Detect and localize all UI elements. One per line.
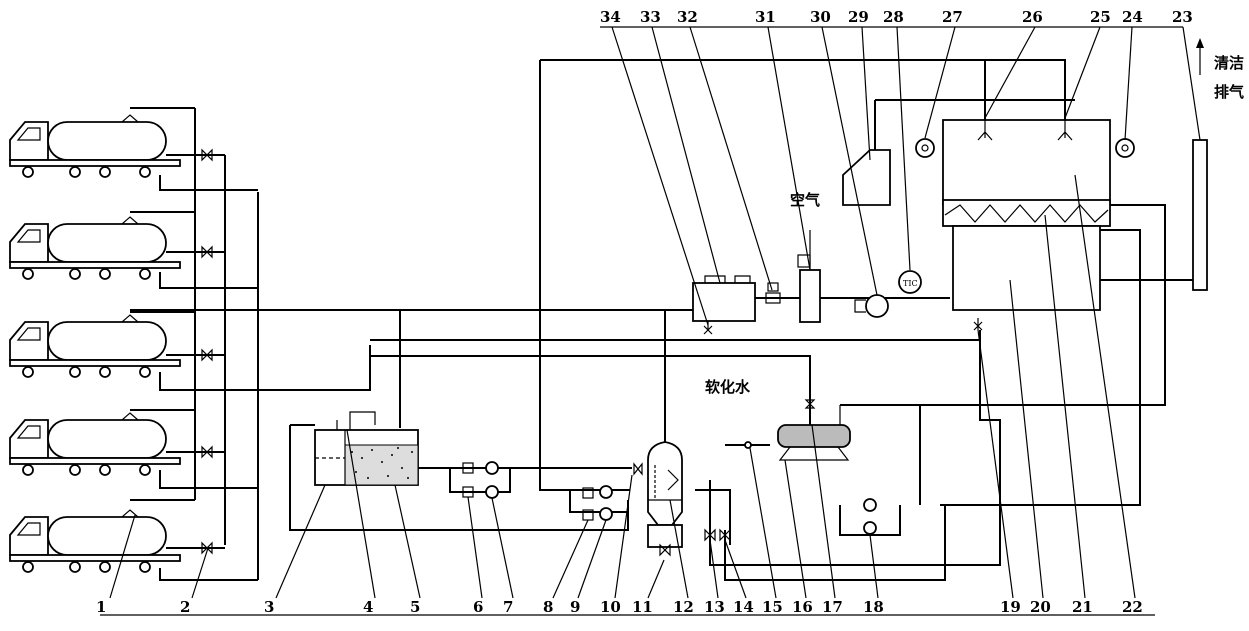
callout-8: 8 bbox=[543, 598, 553, 616]
clean-exhaust-label-2: 排气 bbox=[1214, 83, 1244, 101]
furnace bbox=[842, 38, 1208, 331]
callout-34: 34 bbox=[600, 8, 621, 26]
soft-water-label: 软化水 bbox=[705, 378, 751, 396]
tanker-truck-3 bbox=[9, 314, 181, 378]
callout-21: 21 bbox=[1072, 598, 1093, 616]
tanker-trucks bbox=[9, 114, 181, 573]
callout-7: 7 bbox=[503, 598, 513, 616]
svg-text:TIC: TIC bbox=[903, 279, 918, 288]
callout-22: 22 bbox=[1122, 598, 1143, 616]
callout-6: 6 bbox=[473, 598, 483, 616]
tanker-truck-2 bbox=[9, 216, 181, 280]
line-valves bbox=[659, 399, 816, 557]
callout-31: 31 bbox=[755, 8, 776, 26]
heater-unit bbox=[744, 405, 851, 461]
callout-18: 18 bbox=[863, 598, 884, 616]
callout-20: 20 bbox=[1030, 598, 1051, 616]
callout-23: 23 bbox=[1172, 8, 1193, 26]
burner-train: TIC bbox=[692, 230, 922, 335]
tanker-truck-1 bbox=[9, 114, 181, 178]
callout-12: 12 bbox=[673, 598, 694, 616]
clean-exhaust-label-1: 清洁 bbox=[1214, 54, 1244, 72]
pump-18 bbox=[863, 498, 877, 535]
callout-14: 14 bbox=[733, 598, 754, 616]
callout-5: 5 bbox=[410, 598, 420, 616]
evaporator-column bbox=[633, 441, 683, 548]
callout-33: 33 bbox=[640, 8, 661, 26]
callout-17: 17 bbox=[822, 598, 843, 616]
callout-13: 13 bbox=[704, 598, 725, 616]
callout-29: 29 bbox=[848, 8, 869, 26]
pump-set-2 bbox=[582, 485, 613, 521]
air-label: 空气 bbox=[790, 191, 820, 209]
callout-24: 24 bbox=[1122, 8, 1143, 26]
tanker-truck-4 bbox=[9, 412, 181, 476]
callouts-top: 23 24 25 26 27 28 29 30 31 32 33 34 bbox=[600, 8, 1201, 326]
callout-2: 2 bbox=[180, 598, 190, 616]
callout-15: 15 bbox=[762, 598, 783, 616]
valve-icon bbox=[201, 148, 213, 555]
tanker-truck-5 bbox=[9, 509, 181, 573]
callout-9: 9 bbox=[570, 598, 580, 616]
callout-19: 19 bbox=[1000, 598, 1021, 616]
callout-10: 10 bbox=[600, 598, 621, 616]
callout-25: 25 bbox=[1090, 8, 1111, 26]
callout-11: 11 bbox=[632, 598, 653, 616]
main-pipelines bbox=[130, 59, 1195, 581]
buffer-tank bbox=[314, 411, 419, 486]
callout-1: 1 bbox=[96, 598, 106, 616]
callouts-bottom: 1 2 3 4 5 6 7 8 9 10 11 12 13 14 15 16 1… bbox=[96, 174, 1155, 616]
callout-28: 28 bbox=[883, 8, 904, 26]
callout-27: 27 bbox=[942, 8, 963, 26]
callout-4: 4 bbox=[363, 598, 373, 616]
callout-30: 30 bbox=[810, 8, 831, 26]
callout-32: 32 bbox=[677, 8, 698, 26]
callout-16: 16 bbox=[792, 598, 813, 616]
truck-manifold-piping bbox=[130, 107, 371, 581]
callout-26: 26 bbox=[1022, 8, 1043, 26]
callout-3: 3 bbox=[264, 598, 274, 616]
